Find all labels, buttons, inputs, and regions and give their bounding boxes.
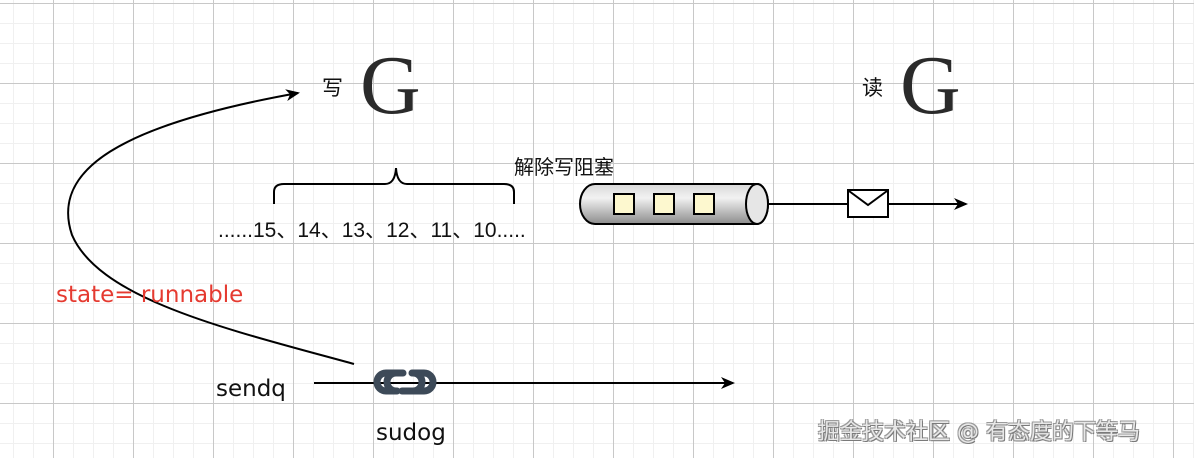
state-label: state= runnable (56, 282, 244, 308)
buffer-slot (613, 193, 635, 215)
queue-pipe-icon (579, 183, 769, 225)
envelope-icon (847, 189, 889, 218)
curly-brace (273, 167, 515, 204)
link-icon (373, 369, 437, 395)
unblock-label: 解除写阻塞 (514, 155, 614, 179)
sudog-label: sudog (376, 420, 446, 446)
write-label: 写 (322, 76, 343, 100)
buffer-slot (653, 193, 675, 215)
write-goroutine-glyph: G (360, 39, 421, 132)
read-goroutine-glyph: G (900, 39, 961, 132)
sequence-label: ......15、14、13、12、11、10..... (218, 219, 526, 242)
buffer-slot (693, 193, 715, 215)
sendq-label: sendq (216, 376, 286, 402)
watermark: 掘金技术社区 @ 有态度的下等马 (818, 420, 1140, 445)
wakeup-curve-arrow (67, 89, 355, 365)
read-label: 读 (862, 76, 883, 100)
